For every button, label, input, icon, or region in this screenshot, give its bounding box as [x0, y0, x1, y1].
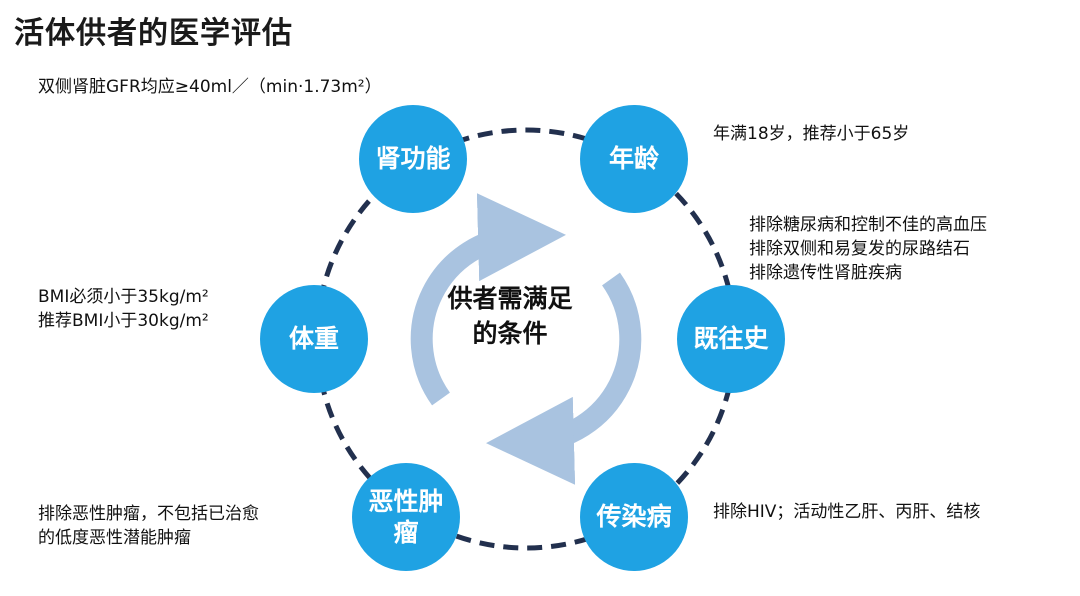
node-kidney-function: 肾功能 [359, 105, 467, 213]
desc-line: 排除遗传性肾脏疾病 [749, 263, 902, 283]
node-weight: 体重 [260, 285, 368, 393]
desc-line: 排除HIV；活动性乙肝、丙肝、结核 [713, 502, 981, 522]
desc-line: 年满18岁，推荐小于65岁 [713, 124, 910, 144]
desc-line: BMI必须小于35kg/m² [38, 287, 209, 307]
desc-age: 年满18岁，推荐小于65岁 [713, 122, 909, 146]
node-medical-history: 既往史 [677, 285, 785, 393]
cycle-arrow-right [486, 272, 642, 485]
center-line-2: 的条件 [472, 319, 548, 348]
desc-kidney-function: 双侧肾脏GFR均应≥40ml／（min·1.73m²） [38, 75, 382, 99]
desc-weight: BMI必须小于35kg/m² 推荐BMI小于30kg/m² [38, 285, 209, 333]
desc-infectious-disease: 排除HIV；活动性乙肝、丙肝、结核 [713, 500, 980, 524]
desc-line: 排除双侧和易复发的尿路结石 [749, 239, 970, 259]
desc-line: 排除恶性肿瘤，不包括已治愈 [38, 504, 259, 524]
desc-line: 排除糖尿病和控制不佳的高血压 [749, 215, 987, 235]
node-infectious-disease: 传染病 [580, 463, 688, 571]
desc-line: 推荐BMI小于30kg/m² [38, 311, 209, 331]
node-malignant-tumor: 恶性肿瘤 [352, 463, 460, 571]
node-age: 年龄 [580, 105, 688, 213]
desc-line: 的低度恶性潜能肿瘤 [38, 528, 191, 548]
desc-malignant-tumor: 排除恶性肿瘤，不包括已治愈 的低度恶性潜能肿瘤 [38, 502, 259, 550]
cycle-arrow-left [410, 193, 566, 406]
desc-line: 双侧肾脏GFR均应≥40ml／（min·1.73m²） [38, 77, 382, 97]
center-line-1: 供者需满足 [447, 284, 573, 313]
page-title: 活体供者的医学评估 [14, 16, 293, 51]
desc-medical-history: 排除糖尿病和控制不佳的高血压 排除双侧和易复发的尿路结石 排除遗传性肾脏疾病 [749, 213, 987, 285]
center-label: 供者需满足 的条件 [427, 281, 593, 351]
